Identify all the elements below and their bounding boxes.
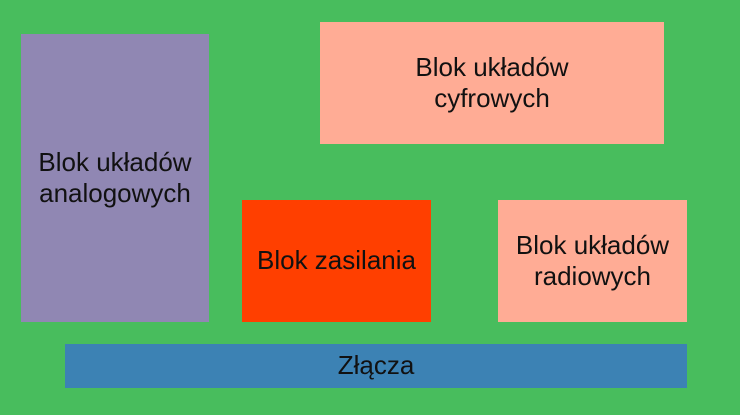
power-supply-label: Blok zasilania bbox=[257, 245, 416, 276]
power-supply-block: Blok zasilania bbox=[242, 200, 431, 322]
analog-circuits-label: Blok układów analogowych bbox=[38, 146, 192, 208]
analog-circuits-block: Blok układów analogowych bbox=[21, 34, 209, 322]
radio-circuits-label: Blok układów radiowych bbox=[515, 229, 670, 291]
digital-circuits-label: Blok układów cyfrowych bbox=[415, 51, 569, 113]
connectors-label: Złącza bbox=[337, 350, 415, 381]
digital-circuits-block: Blok układów cyfrowych bbox=[320, 22, 664, 144]
connectors-block: Złącza bbox=[65, 344, 687, 388]
radio-circuits-block: Blok układów radiowych bbox=[498, 200, 687, 322]
